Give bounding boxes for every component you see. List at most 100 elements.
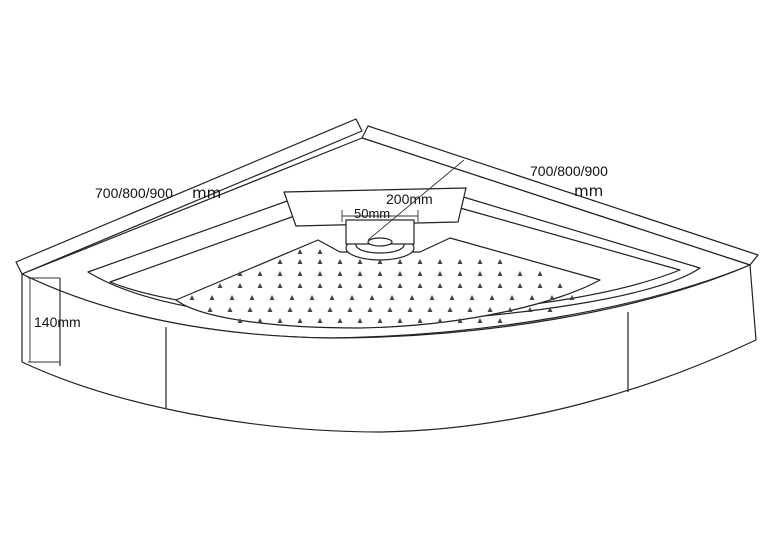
- anti-slip-dot-icon: [457, 259, 463, 264]
- anti-slip-dot-icon: [377, 318, 383, 323]
- anti-slip-dot-icon: [497, 271, 503, 276]
- anti-slip-dot-icon: [477, 283, 483, 288]
- anti-slip-dot-icon: [417, 259, 423, 264]
- anti-slip-dot-icon: [289, 295, 295, 300]
- anti-slip-dot-icon: [277, 271, 283, 276]
- anti-slip-dot-icon: [317, 283, 323, 288]
- anti-slip-dot-icon: [437, 283, 443, 288]
- drain-recess: [283, 187, 467, 227]
- anti-slip-dot-icon: [297, 271, 303, 276]
- right-width-label: 700/800/900: [530, 163, 608, 179]
- anti-slip-dot-icon: [397, 318, 403, 323]
- anti-slip-dot-icon: [377, 271, 383, 276]
- anti-slip-dot-icon: [497, 283, 503, 288]
- anti-slip-dot-icon: [437, 318, 443, 323]
- anti-slip-dot-icon: [537, 283, 543, 288]
- anti-slip-dot-icon: [337, 271, 343, 276]
- anti-slip-dot-icon: [317, 318, 323, 323]
- anti-slip-dot-icon: [297, 283, 303, 288]
- anti-slip-dot-icon: [529, 295, 535, 300]
- anti-slip-dot-icon: [369, 295, 375, 300]
- anti-slip-dot-icon: [449, 295, 455, 300]
- anti-slip-dot-icon: [297, 259, 303, 264]
- left-width-label: 700/800/900: [95, 185, 173, 201]
- anti-slip-dot-icon: [437, 259, 443, 264]
- anti-slip-dot-icon: [317, 259, 323, 264]
- anti-slip-dot-icon: [517, 271, 523, 276]
- anti-slip-dot-icon: [337, 259, 343, 264]
- anti-slip-dot-icon: [437, 271, 443, 276]
- anti-slip-dot-icon: [457, 283, 463, 288]
- anti-slip-dot-icon: [469, 295, 475, 300]
- anti-slip-dot-icon: [569, 295, 575, 300]
- anti-slip-dot-icon: [389, 295, 395, 300]
- anti-slip-dot-icon: [327, 307, 333, 312]
- anti-slip-dot-icon: [557, 283, 563, 288]
- anti-slip-dot-icon: [217, 283, 223, 288]
- anti-slip-dot-icon: [297, 249, 303, 254]
- anti-slip-dot-icon: [507, 307, 513, 312]
- anti-slip-dot-icon: [297, 318, 303, 323]
- anti-slip-dot-icon: [349, 295, 355, 300]
- anti-slip-dot-icon: [547, 307, 553, 312]
- anti-slip-dot-icon: [497, 318, 503, 323]
- anti-slip-dot-icon: [347, 307, 353, 312]
- anti-slip-dot-icon: [337, 318, 343, 323]
- anti-slip-dot-icon: [407, 307, 413, 312]
- anti-slip-dot-icon: [397, 271, 403, 276]
- drain-span-label: 200mm: [386, 191, 433, 207]
- anti-slip-dot-icon: [447, 307, 453, 312]
- anti-slip-dot-icon: [367, 307, 373, 312]
- anti-slip-dot-icon: [549, 295, 555, 300]
- anti-slip-dot-icon: [267, 307, 273, 312]
- anti-slip-dot-icon: [249, 295, 255, 300]
- left-rim-top: [15, 118, 363, 275]
- height-label: 140mm: [34, 314, 81, 330]
- anti-slip-dot-icon: [357, 271, 363, 276]
- anti-slip-dot-icon: [237, 271, 243, 276]
- anti-slip-dot-icon: [417, 271, 423, 276]
- anti-slip-dot-icon: [357, 318, 363, 323]
- anti-slip-dot-icon: [329, 295, 335, 300]
- anti-slip-dot-icon: [277, 283, 283, 288]
- right-width-unit: mm: [574, 182, 603, 200]
- anti-slip-dot-icon: [527, 307, 533, 312]
- anti-slip-dot-icon: [257, 271, 263, 276]
- anti-slip-dot-icon: [477, 318, 483, 323]
- anti-slip-dot-icon: [237, 318, 243, 323]
- anti-slip-dot-icon: [497, 259, 503, 264]
- anti-slip-dot-icon: [277, 259, 283, 264]
- anti-slip-dot-icon: [467, 307, 473, 312]
- left-width-unit: mm: [192, 184, 221, 202]
- anti-slip-dot-icon: [509, 295, 515, 300]
- anti-slip-dot-icon: [209, 295, 215, 300]
- anti-slip-dot-icon: [487, 307, 493, 312]
- anti-slip-dot-icon: [409, 295, 415, 300]
- anti-slip-dot-icon: [227, 307, 233, 312]
- anti-slip-dot-icon: [517, 283, 523, 288]
- anti-slip-dot-icon: [397, 283, 403, 288]
- anti-slip-dot-icon: [377, 259, 383, 264]
- anti-slip-dot-icon: [417, 318, 423, 323]
- drain-diameter-label: 50mm: [354, 206, 390, 221]
- anti-slip-dot-icon: [307, 307, 313, 312]
- anti-slip-dot-icon: [457, 318, 463, 323]
- anti-slip-dot-icon: [277, 318, 283, 323]
- anti-slip-dot-icon: [417, 283, 423, 288]
- anti-slip-dot-icon: [429, 295, 435, 300]
- anti-slip-dot-icon: [377, 283, 383, 288]
- anti-slip-dot-icon: [537, 271, 543, 276]
- dimension-lines: [28, 159, 465, 363]
- anti-slip-dot-icon: [397, 259, 403, 264]
- anti-slip-dot-icon: [477, 271, 483, 276]
- anti-slip-pad: [175, 237, 601, 329]
- anti-slip-dot-icon: [357, 283, 363, 288]
- anti-slip-dot-icon: [247, 307, 253, 312]
- anti-slip-dot-icon: [189, 295, 195, 300]
- anti-slip-dot-icon: [387, 307, 393, 312]
- anti-slip-dot-icon: [357, 259, 363, 264]
- anti-slip-dot-icon: [237, 283, 243, 288]
- anti-slip-dot-icon: [257, 283, 263, 288]
- anti-slip-dot-icon: [489, 295, 495, 300]
